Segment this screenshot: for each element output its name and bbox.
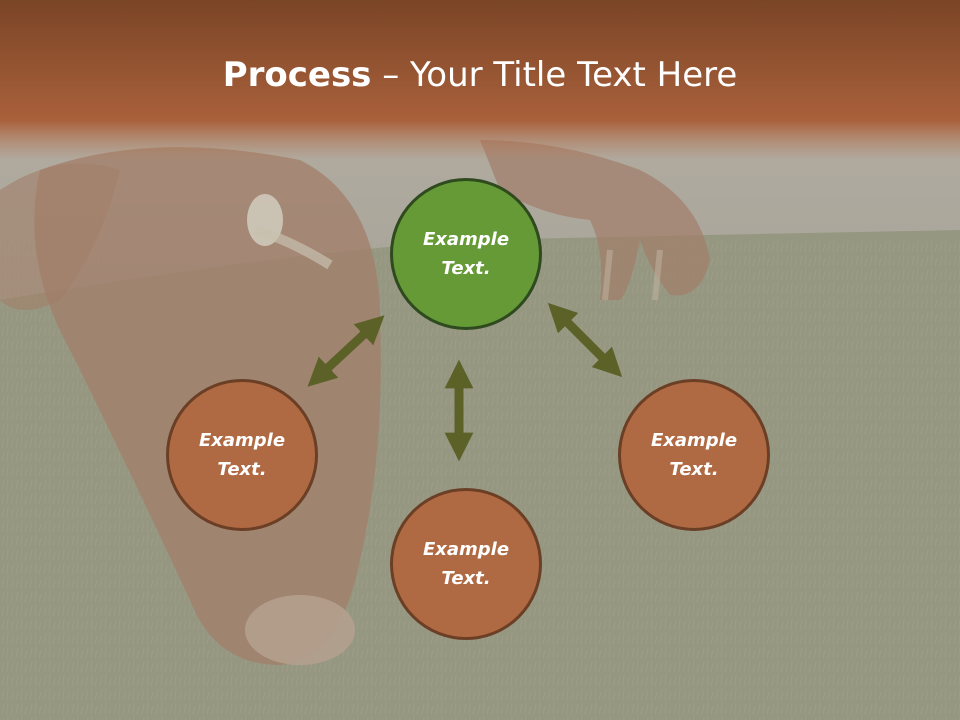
node-text-left: Example Text. [198, 430, 286, 480]
arrow-top-left [307, 315, 385, 387]
process-node-top[interactable]: Example Text. [390, 178, 542, 330]
process-node-bottom[interactable]: Example Text. [390, 488, 542, 640]
process-node-right[interactable]: Example Text. [618, 379, 770, 531]
node-text-top: Example Text. [422, 229, 510, 279]
slide-title: Process – Your Title Text Here [0, 52, 960, 98]
node-text-bottom: Example Text. [422, 539, 510, 589]
arrow-top-right [547, 302, 623, 378]
title-bold: Process [222, 55, 372, 95]
node-text-right: Example Text. [650, 430, 738, 480]
title-rest: – Your Title Text Here [371, 55, 738, 95]
process-node-left[interactable]: Example Text. [166, 379, 318, 531]
